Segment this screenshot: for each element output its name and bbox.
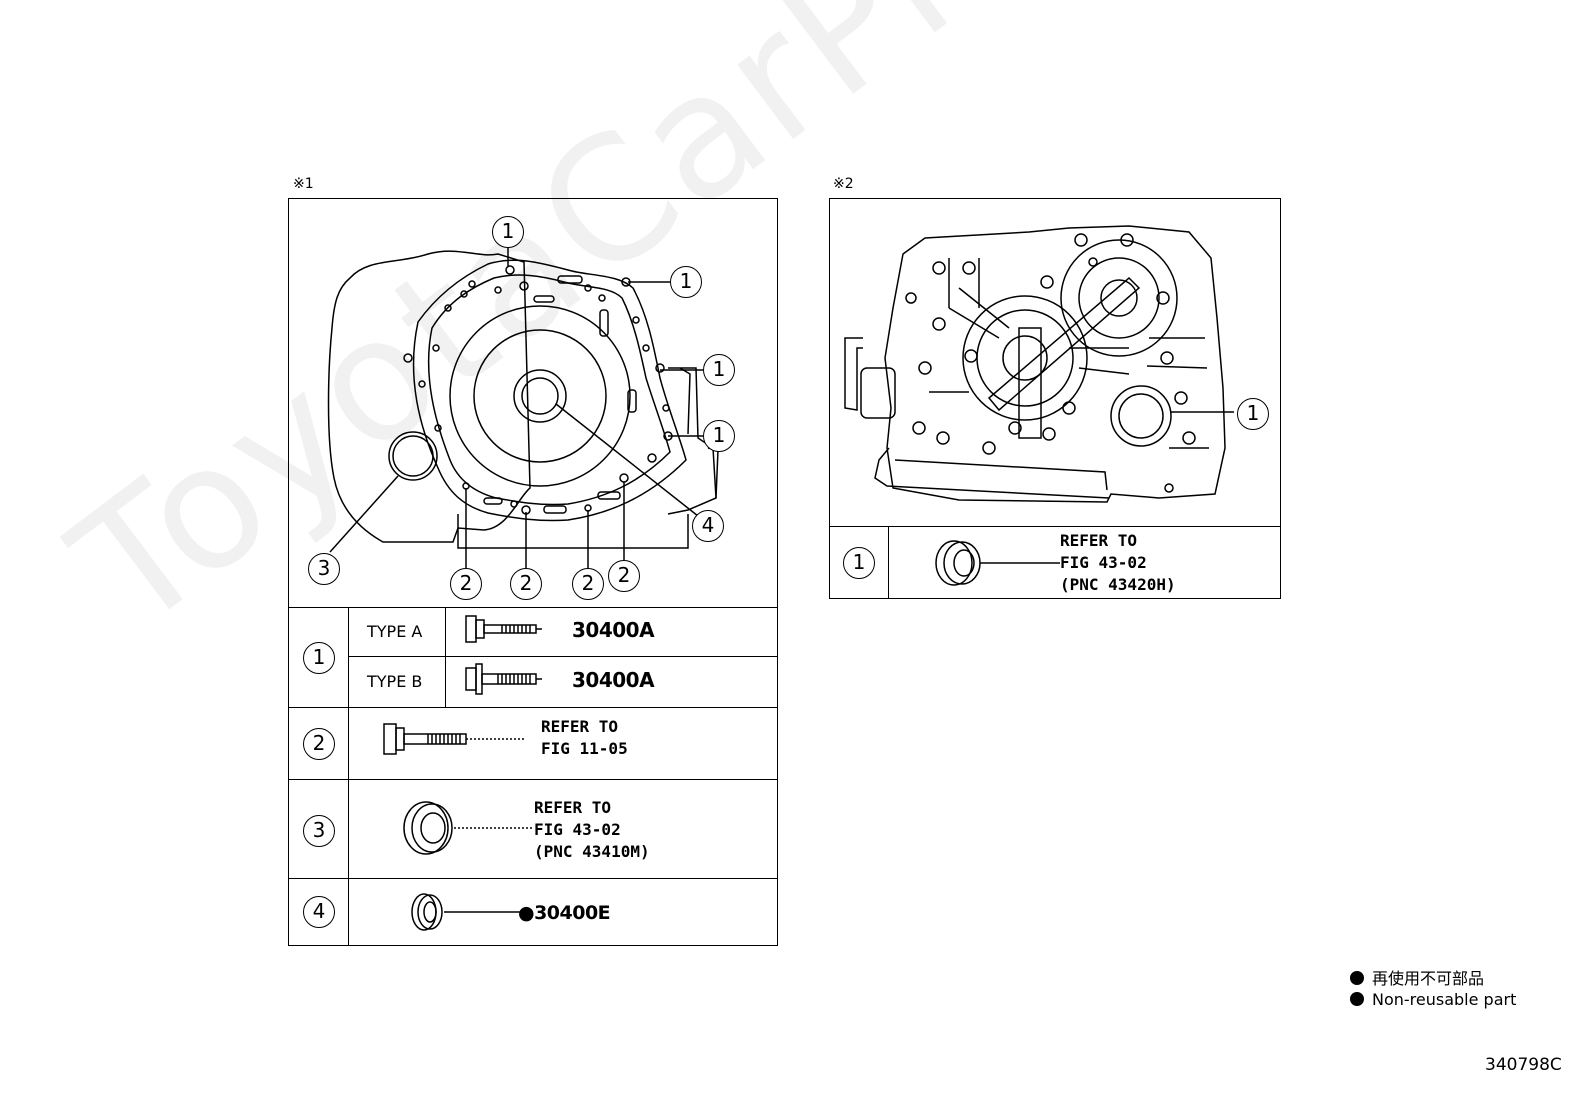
panel2-row-number: 1 — [843, 547, 875, 579]
bolt-flange-icon — [465, 615, 542, 643]
callout-1-upper-right: 1 — [670, 266, 702, 298]
legend-en: Non-reusable part — [1350, 990, 1516, 1009]
oil-seal-icon — [403, 801, 532, 855]
panel1-frame — [288, 198, 778, 946]
row4-part-number: ●30400E — [518, 902, 611, 924]
panel1-marker: ※1 — [293, 176, 314, 192]
type-b-label: TYPE B — [367, 672, 423, 691]
non-reusable-bullet-icon — [1350, 971, 1364, 985]
type-column-divider — [445, 607, 446, 707]
callout-1-right: 1 — [703, 354, 735, 386]
panel2-marker: ※2 — [833, 176, 854, 192]
panel2-reference: REFER TO FIG 43-02 (PNC 43420H) — [1060, 531, 1176, 594]
legend-en-text: Non-reusable part — [1372, 990, 1517, 1009]
panel2-callout-1: 1 — [1237, 398, 1269, 430]
callout-2-a: 2 — [450, 568, 482, 600]
bearing-seal-icon — [411, 893, 522, 931]
figure-id: 340798C — [1485, 1055, 1562, 1075]
non-reusable-bullet-icon — [1350, 992, 1364, 1006]
transaxle-rear-drawing — [844, 225, 1234, 503]
row-divider-3 — [288, 878, 778, 879]
row2-reference: REFER TO FIG 11-05 — [541, 717, 628, 758]
bolt-long-icon — [383, 723, 526, 755]
callout-2-c: 2 — [572, 568, 604, 600]
type-a-part-number: 30400A — [572, 618, 655, 642]
row1-divider — [348, 656, 778, 657]
row3-reference: REFER TO FIG 43-02 (PNC 43410M) — [534, 798, 650, 861]
row4-number: 4 — [303, 896, 335, 928]
row-divider-2 — [288, 779, 778, 780]
callout-2-d: 2 — [608, 560, 640, 592]
type-a-label: TYPE A — [367, 622, 423, 641]
row-divider-1 — [288, 707, 778, 708]
legend-jp: 再使用不可部品 — [1350, 965, 1484, 989]
row1-number: 1 — [303, 642, 335, 674]
legend-jp-text: 再使用不可部品 — [1372, 969, 1485, 988]
row3-number: 3 — [303, 815, 335, 847]
callout-4: 4 — [692, 510, 724, 542]
table-column-divider — [348, 607, 349, 946]
panel2-frame — [829, 198, 1281, 599]
panel2-column-divider — [888, 526, 889, 599]
transaxle-front-drawing — [327, 246, 719, 570]
oil-seal-icon — [935, 540, 1060, 586]
type-b-part-number: 30400A — [572, 668, 655, 692]
panel2-table-divider — [829, 526, 1281, 527]
callout-1-top: 1 — [492, 216, 524, 248]
callout-1-lower-right: 1 — [703, 420, 735, 452]
callout-2-b: 2 — [510, 568, 542, 600]
table-divider — [288, 607, 778, 608]
callout-3: 3 — [308, 553, 340, 585]
row2-number: 2 — [303, 728, 335, 760]
bolt-washer-icon — [465, 663, 542, 695]
